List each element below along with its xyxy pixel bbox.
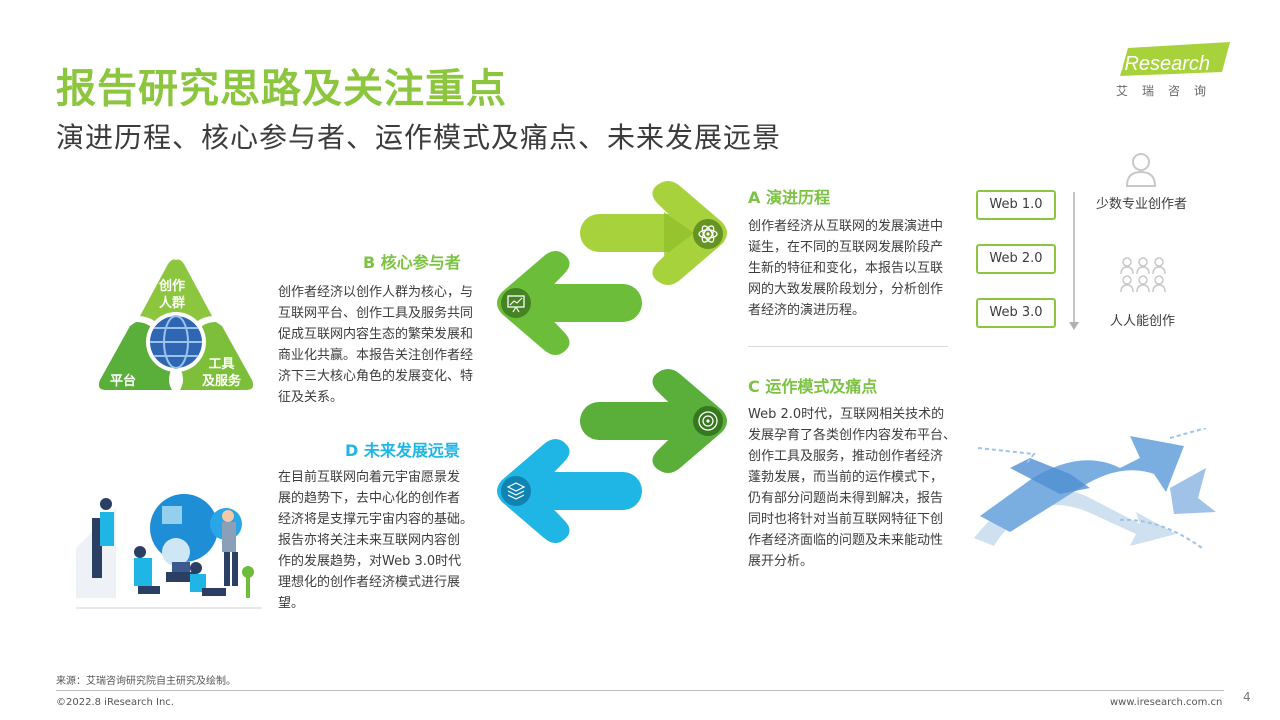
logo-subtitle: 艾瑞咨询 xyxy=(1116,84,1221,98)
section-a-heading: A 演进历程 xyxy=(748,188,830,207)
page-subtitle: 演进历程、核心参与者、运作模式及痛点、未来发展远景 xyxy=(56,121,782,154)
section-d-heading: D 未来发展远景 xyxy=(345,441,460,460)
copyright: ©2022.8 iResearch Inc. xyxy=(56,697,174,708)
website-url: www.iresearch.com.cn xyxy=(1110,697,1223,708)
web-3-box: Web 3.0 xyxy=(976,298,1056,328)
triangle-right-label: 工具及服务 xyxy=(202,357,242,389)
single-person-icon xyxy=(1125,153,1157,187)
iresearch-logo: iResearch xyxy=(1120,42,1230,76)
participant-triangle xyxy=(98,259,254,390)
arrows-graphic xyxy=(497,181,727,543)
footer-divider xyxy=(56,690,1224,691)
web-2-box: Web 2.0 xyxy=(976,244,1056,274)
logo-text: iResearch xyxy=(1120,53,1210,75)
section-c-heading: C 运作模式及痛点 xyxy=(748,377,878,396)
arrow-a xyxy=(580,181,727,285)
page-title: 报告研究思路及关注重点 xyxy=(56,66,507,112)
web-1-box: Web 1.0 xyxy=(976,190,1056,220)
arrow-b xyxy=(497,251,642,355)
section-d-text: 在目前互联网向着元宇宙愿景发展的趋势下，去中心化的创作者经济将是支撑元宇宙内容的… xyxy=(278,470,474,611)
group-people-icon xyxy=(1120,257,1166,293)
triangle-left-label: 平台 xyxy=(110,374,137,389)
arrow-c xyxy=(580,369,727,473)
source-note: 来源：艾瑞咨询研究院自主研究及绘制。 xyxy=(56,676,236,687)
section-divider xyxy=(748,346,948,347)
page-number: 4 xyxy=(1243,690,1251,704)
few-creators-label: 少数专业创作者 xyxy=(1096,197,1188,212)
section-b-heading: B 核心参与者 xyxy=(363,253,461,272)
section-a-text: 创作者经济从互联网的发展演进中诞生，在不同的互联网发展阶段产生新的特征和变化，本… xyxy=(748,219,944,318)
section-b-text: 创作者经济以创作人群为核心，与互联网平台、创作工具及服务共同促成互联网内容生态的… xyxy=(278,285,474,405)
triangle-top-label: 创作人群 xyxy=(158,279,185,311)
section-c-text: Web 2.0时代，互联网相关技术的发展孕育了各类创作内容发布平台、创作工具及服… xyxy=(748,407,957,569)
people-puzzle-illustration xyxy=(76,494,262,609)
everyone-creates-label: 人人能创作 xyxy=(1110,314,1176,329)
crossing-arrows-illustration xyxy=(974,428,1216,549)
arrow-d xyxy=(497,439,642,543)
timeline-down-arrow xyxy=(1069,192,1079,330)
